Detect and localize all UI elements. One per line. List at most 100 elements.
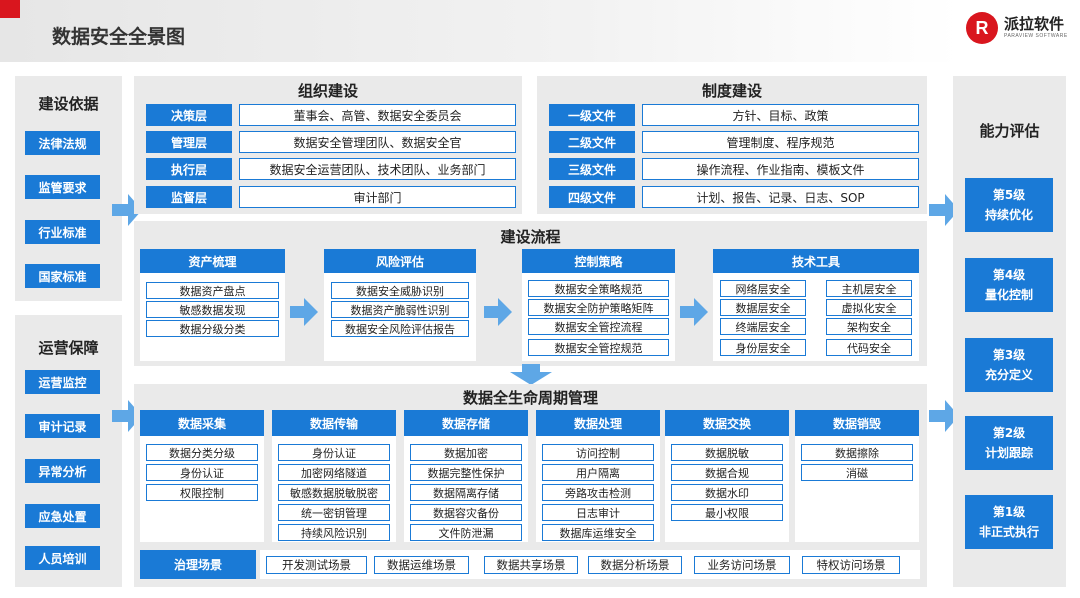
lifecycle-stage-item: 数据加密 <box>410 444 522 461</box>
lifecycle-title: 数据全生命周期管理 <box>462 389 598 407</box>
capability-level-box: 第3级充分定义 <box>965 338 1053 392</box>
asset-item: 数据分级分类 <box>146 320 279 337</box>
control-item: 数据安全策略规范 <box>528 280 669 297</box>
org-value-supervision: 审计部门 <box>239 186 516 208</box>
policy-value-l3: 操作流程、作业指南、模板文件 <box>642 158 919 180</box>
title-bar <box>0 0 960 62</box>
lifecycle-stage-item: 身份认证 <box>146 464 258 481</box>
assessment-title: 能力评估 <box>979 122 1040 140</box>
control-card-title: 控制策略 <box>522 249 675 273</box>
ops-item-training: 人员培训 <box>25 546 100 570</box>
lifecycle-stage-item: 身份认证 <box>278 444 390 461</box>
ops-item-emergency: 应急处置 <box>25 504 100 528</box>
tools-item: 终端层安全 <box>720 318 806 335</box>
tools-item: 身份层安全 <box>720 339 806 356</box>
tools-item: 网络层安全 <box>720 280 806 297</box>
lifecycle-stage-item: 数据完整性保护 <box>410 464 522 481</box>
capability-level-name: 充分定义 <box>984 368 1033 382</box>
lifecycle-stage-item: 数据分类分级 <box>146 444 258 461</box>
basis-item-regulatory: 监管要求 <box>25 175 100 199</box>
capability-level-name: 非正式执行 <box>978 525 1039 539</box>
org-label-management: 管理层 <box>146 131 232 153</box>
asset-item: 敏感数据发现 <box>146 301 279 318</box>
policy-value-l4: 计划、报告、记录、日志、SOP <box>642 186 919 208</box>
scene-item: 业务访问场景 <box>694 556 790 574</box>
capability-level-box: 第5级持续优化 <box>965 178 1053 232</box>
capability-level-name: 量化控制 <box>984 288 1033 302</box>
org-value-decision: 董事会、高管、数据安全委员会 <box>239 104 516 126</box>
capability-level-box: 第4级量化控制 <box>965 258 1053 312</box>
risk-to-control-arrow-icon <box>484 298 512 326</box>
org-value-execution: 数据安全运营团队、技术团队、业务部门 <box>239 158 516 180</box>
policy-label-l1: 一级文件 <box>549 104 635 126</box>
lifecycle-stage-item: 消磁 <box>801 464 913 481</box>
logo-subtitle: PARAVIEW SOFTWARE <box>1004 33 1068 39</box>
org-title: 组织建设 <box>297 82 358 100</box>
operations-title: 运营保障 <box>38 339 99 357</box>
lifecycle-stage-item: 日志审计 <box>542 504 654 521</box>
org-value-management: 数据安全管理团队、数据安全官 <box>239 131 516 153</box>
lifecycle-stage-title: 数据交换 <box>665 410 789 436</box>
risk-item: 数据安全风险评估报告 <box>331 320 469 337</box>
scene-item: 数据分析场景 <box>588 556 682 574</box>
lifecycle-stage-title: 数据销毁 <box>795 410 919 436</box>
basis-item-industry: 行业标准 <box>25 220 100 244</box>
capability-level-name: 持续优化 <box>984 208 1033 222</box>
lifecycle-stage-item: 旁路攻击检测 <box>542 484 654 501</box>
process-title: 建设流程 <box>500 228 561 246</box>
lifecycle-stage-title: 数据传输 <box>272 410 396 436</box>
lifecycle-stage-item: 敏感数据脱敏脱密 <box>278 484 390 501</box>
risk-item: 数据资产脆弱性识别 <box>331 301 469 318</box>
capability-level-number: 第3级 <box>992 348 1026 362</box>
asset-to-risk-arrow-icon <box>290 298 318 326</box>
capability-level-box: 第2级计划跟踪 <box>965 416 1053 470</box>
ops-item-monitor: 运营监控 <box>25 370 100 394</box>
capability-level-name: 计划跟踪 <box>984 446 1033 460</box>
lifecycle-stage-item: 数据容灾备份 <box>410 504 522 521</box>
org-label-execution: 执行层 <box>146 158 232 180</box>
tools-item: 虚拟化安全 <box>826 299 912 316</box>
capability-level-box: 第1级非正式执行 <box>965 495 1053 549</box>
ops-item-audit: 审计记录 <box>25 414 100 438</box>
scenes-label: 治理场景 <box>140 550 256 579</box>
tools-item: 代码安全 <box>826 339 912 356</box>
policy-value-l2: 管理制度、程序规范 <box>642 131 919 153</box>
lifecycle-stage-item: 数据合规 <box>671 464 783 481</box>
tools-item: 主机层安全 <box>826 280 912 297</box>
ops-item-anomaly: 异常分析 <box>25 459 100 483</box>
capability-level-number: 第2级 <box>992 426 1026 440</box>
lifecycle-stage-item: 文件防泄漏 <box>410 524 522 541</box>
paraview-logo-icon: R <box>966 12 998 44</box>
lifecycle-stage-item: 数据隔离存储 <box>410 484 522 501</box>
control-item: 数据安全管控规范 <box>528 339 669 356</box>
process-down-arrow-icon <box>510 364 552 385</box>
lifecycle-stage-item: 统一密钥管理 <box>278 504 390 521</box>
scene-item: 开发测试场景 <box>266 556 367 574</box>
policy-value-l1: 方针、目标、政策 <box>642 104 919 126</box>
lifecycle-stage-item: 用户隔离 <box>542 464 654 481</box>
capability-level-number: 第1级 <box>992 505 1026 519</box>
scene-item: 数据运维场景 <box>374 556 469 574</box>
lifecycle-stage-item: 数据库运维安全 <box>542 524 654 541</box>
page-title: 数据安全全景图 <box>52 26 186 48</box>
policy-label-l2: 二级文件 <box>549 131 635 153</box>
lifecycle-stage-item: 加密网络隧道 <box>278 464 390 481</box>
capability-level-number: 第5级 <box>992 188 1026 202</box>
policy-label-l3: 三级文件 <box>549 158 635 180</box>
lifecycle-stage-item: 最小权限 <box>671 504 783 521</box>
lifecycle-stage-title: 数据采集 <box>140 410 264 436</box>
red-accent-bar <box>0 0 20 18</box>
lifecycle-to-assessment-arrow-icon <box>929 400 959 432</box>
basis-title: 建设依据 <box>38 95 99 113</box>
basis-item-national: 国家标准 <box>25 264 100 288</box>
asset-item: 数据资产盘点 <box>146 282 279 299</box>
risk-item: 数据安全威胁识别 <box>331 282 469 299</box>
scene-item: 特权访问场景 <box>802 556 900 574</box>
lifecycle-stage-title: 数据存储 <box>404 410 528 436</box>
policy-title: 制度建设 <box>701 82 762 100</box>
asset-card-title: 资产梳理 <box>140 249 285 273</box>
lifecycle-stage-title: 数据处理 <box>536 410 660 436</box>
tools-item: 架构安全 <box>826 318 912 335</box>
basis-item-law: 法律法规 <box>25 131 100 155</box>
control-item: 数据安全防护策略矩阵 <box>528 299 669 316</box>
